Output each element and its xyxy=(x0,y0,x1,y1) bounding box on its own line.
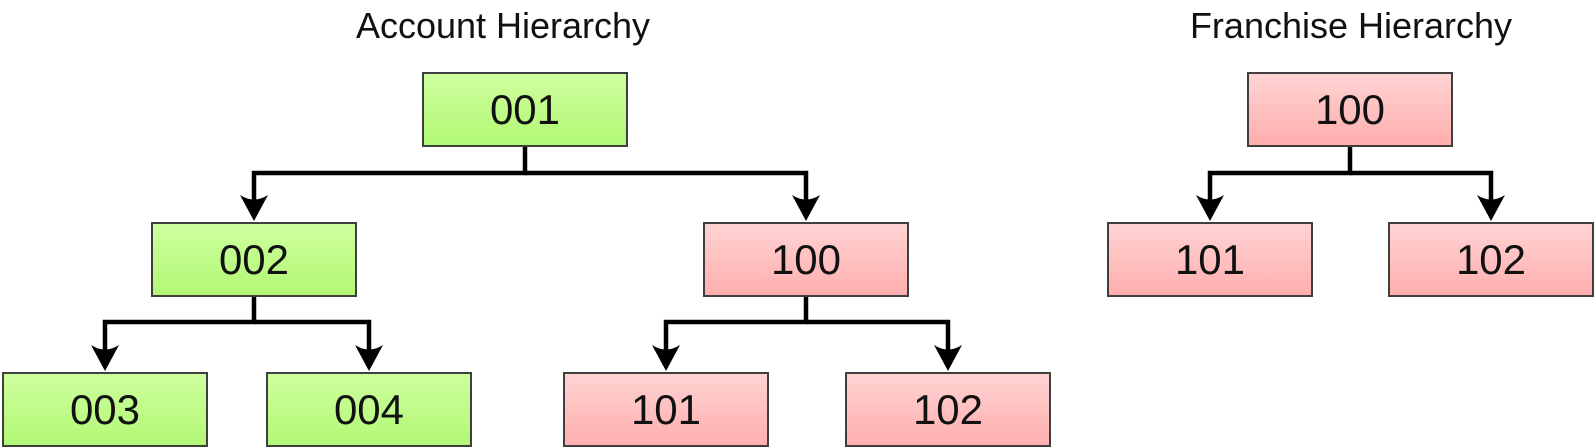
node-label: 002 xyxy=(218,235,290,283)
account-node-002: 002 xyxy=(151,222,357,297)
connector-002-to-003 xyxy=(102,297,257,353)
connector-100-to-102 xyxy=(806,319,951,353)
node-label: 102 xyxy=(1455,235,1527,283)
account-node-102: 102 xyxy=(845,372,1051,447)
connector-001-to-002 xyxy=(251,147,528,203)
node-label: 004 xyxy=(333,385,405,433)
arrowhead-down-icon xyxy=(240,195,268,221)
node-label: 101 xyxy=(1174,235,1246,283)
arrowhead-down-icon xyxy=(652,345,680,371)
connector-franchise-100-to-102 xyxy=(1350,170,1494,203)
account-node-101: 101 xyxy=(563,372,769,447)
account-hierarchy-title: Account Hierarchy xyxy=(355,5,651,46)
connector-002-to-004 xyxy=(254,319,372,353)
arrowhead-down-icon xyxy=(1196,195,1224,221)
franchise-node-102: 102 xyxy=(1388,222,1594,297)
node-label: 100 xyxy=(770,235,842,283)
franchise-node-101: 101 xyxy=(1107,222,1313,297)
arrowhead-down-icon xyxy=(934,345,962,371)
franchise-node-100: 100 xyxy=(1247,72,1453,147)
arrowhead-down-icon xyxy=(91,345,119,371)
account-node-100: 100 xyxy=(703,222,909,297)
connector-001-to-100 xyxy=(525,170,809,203)
franchise-hierarchy-title: Franchise Hierarchy xyxy=(1189,5,1513,46)
node-label: 100 xyxy=(1314,85,1386,133)
node-label: 101 xyxy=(630,385,702,433)
arrowhead-down-icon xyxy=(1477,195,1505,221)
node-label: 003 xyxy=(69,385,141,433)
connector-franchise-100-to-101 xyxy=(1207,147,1353,203)
node-label: 001 xyxy=(489,85,561,133)
arrowhead-down-icon xyxy=(355,345,383,371)
arrowhead-down-icon xyxy=(792,195,820,221)
account-node-003: 003 xyxy=(2,372,208,447)
node-label: 102 xyxy=(912,385,984,433)
connector-100-to-101 xyxy=(663,297,809,353)
account-node-004: 004 xyxy=(266,372,472,447)
account-node-001: 001 xyxy=(422,72,628,147)
